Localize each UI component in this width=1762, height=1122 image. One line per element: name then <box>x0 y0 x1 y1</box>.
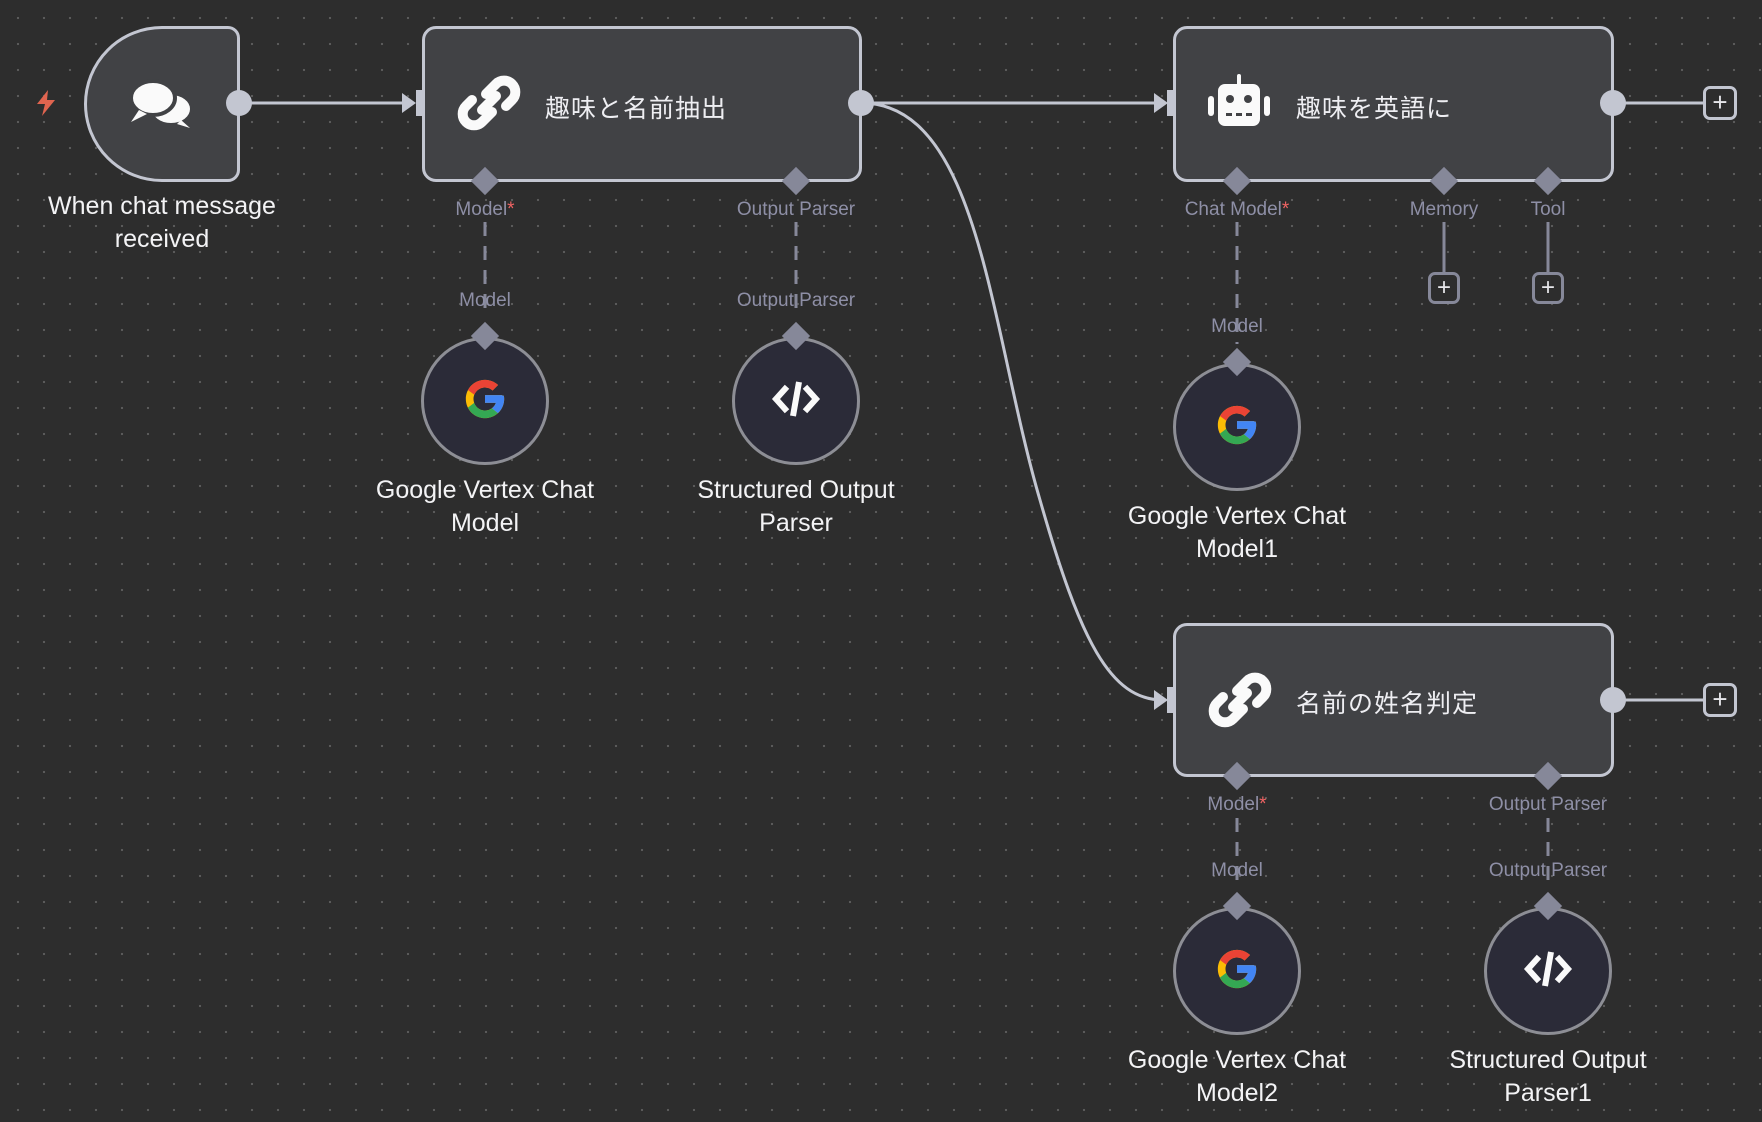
chain1-model-label: Model* <box>455 199 515 220</box>
arrow-head <box>402 93 416 113</box>
trigger-node-label: When chat message received <box>48 192 276 253</box>
vertex0-label: Google Vertex Chat Model <box>375 476 595 537</box>
parser1-handle-label: Output Parser <box>1488 860 1608 881</box>
parser1-label: Structured Output Parser1 <box>1449 1046 1647 1107</box>
google-g-icon <box>462 376 508 427</box>
node-chain1[interactable]: 趣味と名前抽出 <box>422 26 862 182</box>
add-memory-button[interactable]: + <box>1428 272 1460 304</box>
agent-title: 趣味を英語に <box>1296 94 1453 123</box>
vertex0-handle-label: Model <box>459 290 511 311</box>
arrow-head <box>1154 690 1168 710</box>
vertex2-handle-label: Model <box>1211 860 1263 881</box>
chain2-output-parser-label: Output Parser <box>1488 794 1608 815</box>
vertex2-label: Google Vertex Chat Model2 <box>1127 1046 1347 1107</box>
agent-output-handle[interactable] <box>1600 90 1626 116</box>
robot-icon <box>1206 69 1272 135</box>
arrow-head <box>1154 93 1168 113</box>
chain1-title: 趣味と名前抽出 <box>545 94 728 123</box>
chain1-output-parser-label: Output Parser <box>736 199 856 220</box>
parser0-handle-label: Output Parser <box>736 290 856 311</box>
node-chain2[interactable]: 名前の姓名判定 <box>1173 623 1614 777</box>
node-agent[interactable]: 趣味を英語に <box>1173 26 1614 182</box>
node-google-vertex-chat-model1[interactable] <box>1173 363 1301 491</box>
lightning-bolt-icon <box>34 89 58 122</box>
edge-chain1-to-chain2[interactable] <box>860 101 1164 702</box>
chain-link-icon <box>1202 662 1278 738</box>
trigger-output-handle[interactable] <box>226 90 252 116</box>
agent-memory-label: Memory <box>1409 199 1479 220</box>
trigger-node-chat-message[interactable] <box>84 26 240 182</box>
chain-link-icon <box>451 65 527 141</box>
google-g-icon <box>1214 946 1260 997</box>
chain1-output-handle[interactable] <box>848 90 874 116</box>
chain2-title: 名前の姓名判定 <box>1296 689 1479 718</box>
node-structured-output-parser[interactable] <box>732 337 860 465</box>
google-g-icon <box>1214 402 1260 453</box>
parser0-label: Structured Output Parser <box>697 476 895 537</box>
add-tool-button[interactable]: + <box>1532 272 1564 304</box>
agent-chat-model-label: Chat Model* <box>1184 199 1290 220</box>
vertex1-handle-label: Model <box>1211 316 1263 337</box>
chat-bubbles-icon <box>87 29 237 179</box>
chain2-model-label: Model* <box>1207 794 1267 815</box>
code-icon <box>1523 949 1573 994</box>
node-google-vertex-chat-model[interactable] <box>421 337 549 465</box>
vertex1-label: Google Vertex Chat Model1 <box>1127 502 1347 563</box>
agent-tool-label: Tool <box>1530 199 1566 220</box>
chain2-output-handle[interactable] <box>1600 687 1626 713</box>
chain2-add-next-button[interactable]: + <box>1703 683 1737 717</box>
node-structured-output-parser1[interactable] <box>1484 907 1612 1035</box>
node-google-vertex-chat-model2[interactable] <box>1173 907 1301 1035</box>
code-icon <box>771 379 821 424</box>
agent-add-next-button[interactable]: + <box>1703 86 1737 120</box>
